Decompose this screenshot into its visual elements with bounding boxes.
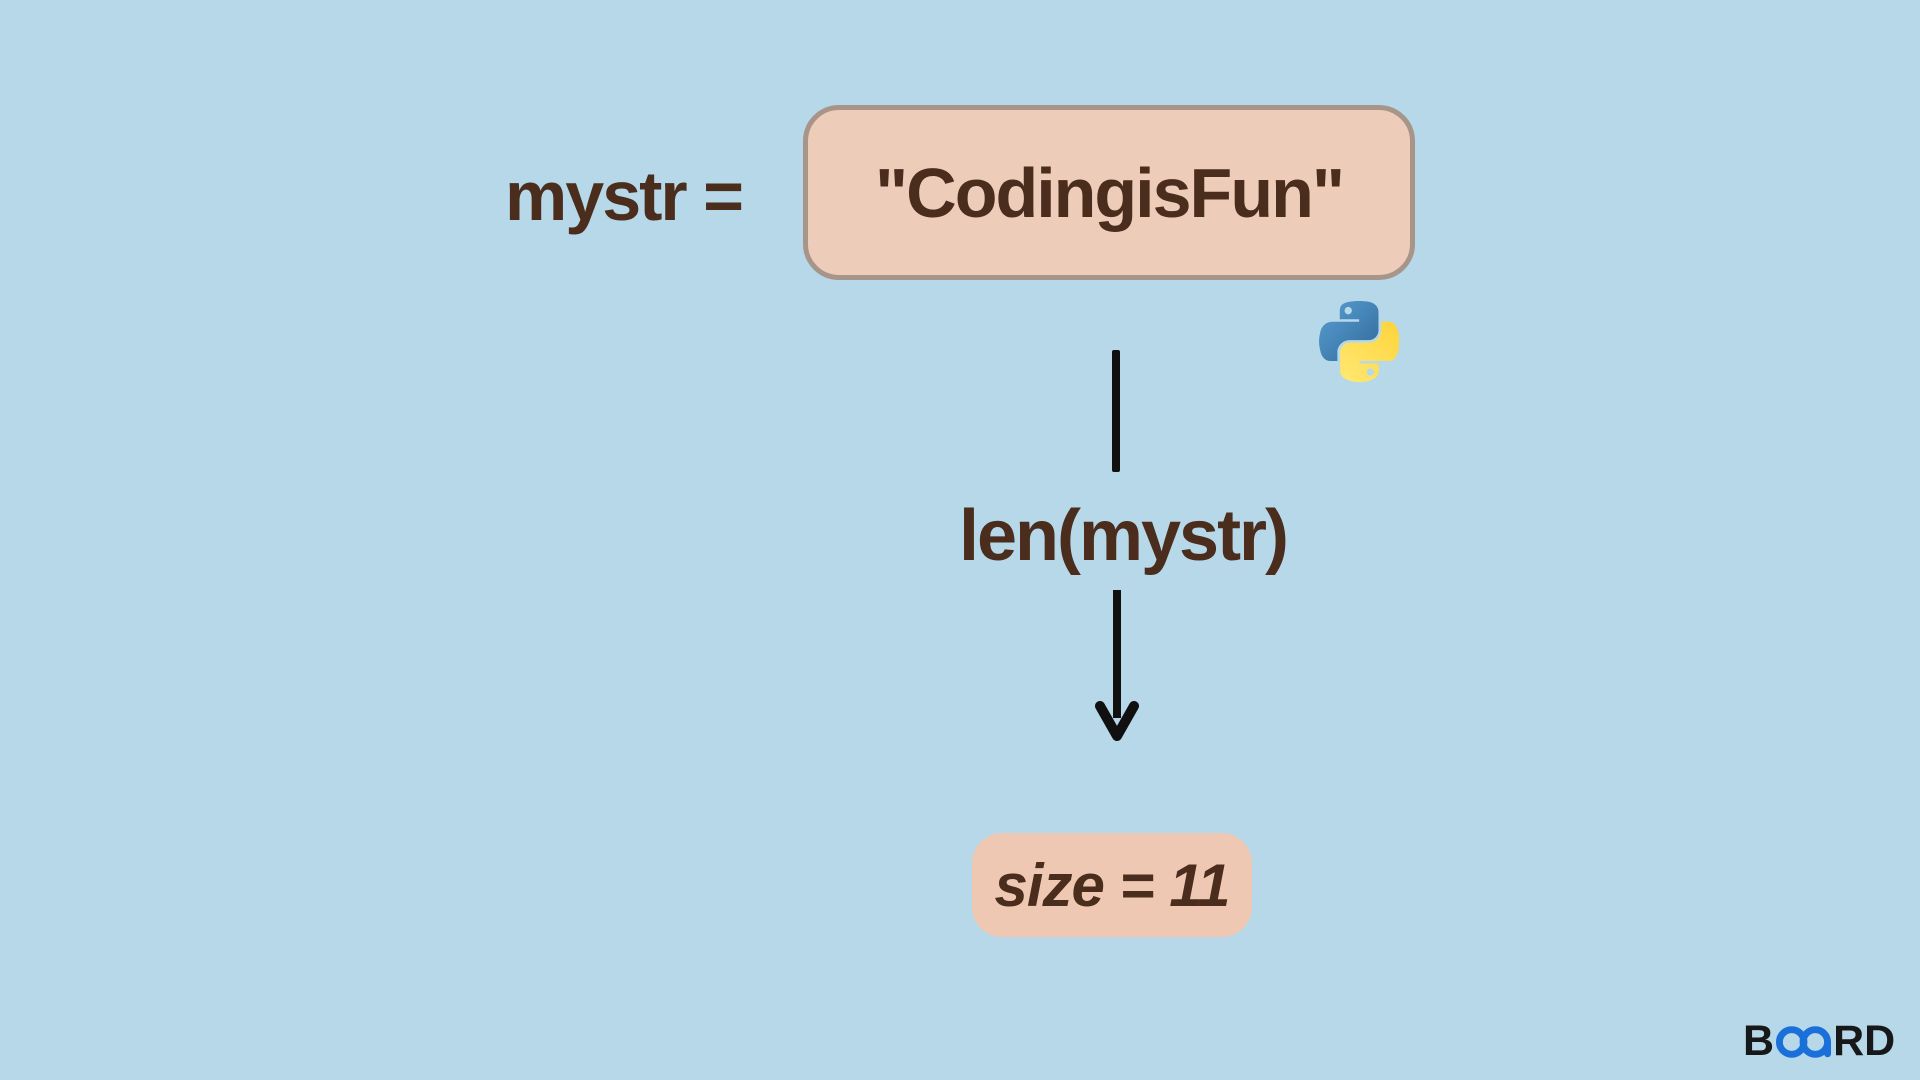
brand-logo-suffix: RD bbox=[1833, 1016, 1896, 1065]
result-box: size = 11 bbox=[972, 833, 1252, 937]
string-value-text: "CodingisFun" bbox=[874, 153, 1345, 232]
python-logo-icon bbox=[1319, 301, 1399, 383]
brand-logo-prefix: B bbox=[1743, 1016, 1775, 1065]
down-arrow-icon bbox=[1095, 590, 1139, 741]
brand-logo: B RD bbox=[1743, 1016, 1896, 1065]
infinity-icon bbox=[1776, 1026, 1832, 1058]
variable-label: mystr = bbox=[505, 157, 744, 235]
function-label: len(mystr) bbox=[958, 496, 1289, 576]
result-text: size = 11 bbox=[994, 851, 1230, 919]
string-value-box: "CodingisFun" bbox=[803, 105, 1415, 280]
connector-line bbox=[1112, 350, 1120, 472]
